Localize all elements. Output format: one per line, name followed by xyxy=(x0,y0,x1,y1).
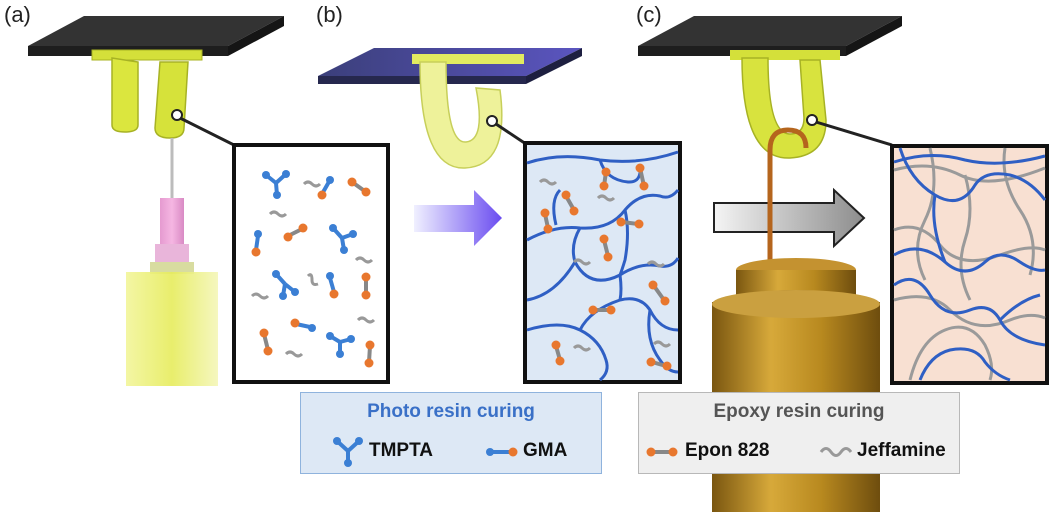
print-plate-a xyxy=(28,16,284,46)
epon-molecule xyxy=(588,305,616,315)
jeffamine-molecule xyxy=(572,344,592,352)
blue-chain xyxy=(932,194,947,263)
epon-molecule xyxy=(635,163,649,191)
panel-a-scene xyxy=(28,16,284,386)
epoxy-legend-title: Epoxy resin curing xyxy=(713,401,885,422)
inset-c xyxy=(890,144,1049,385)
jeffamine-molecule xyxy=(652,340,672,348)
gma-icon xyxy=(486,447,518,457)
jeffamine-molecule xyxy=(302,180,322,188)
jeffamine-molecule xyxy=(596,194,616,202)
gma-label: GMA xyxy=(523,440,568,461)
jeffamine-molecule xyxy=(284,350,304,358)
gray-chain xyxy=(893,225,1046,263)
epoxy-curing-arrow xyxy=(713,187,866,249)
print-plate-c xyxy=(638,16,902,46)
photo-legend-title: Photo resin curing xyxy=(367,401,535,422)
panel-label-b: (b) xyxy=(316,2,343,27)
tmpta-molecule xyxy=(272,270,299,300)
network-chain xyxy=(526,323,609,382)
blue-chain xyxy=(893,153,1046,165)
panel-c-scene xyxy=(638,16,902,512)
network-chain xyxy=(552,188,562,226)
printed-tube-a xyxy=(111,57,139,133)
jeffamine-molecule xyxy=(572,258,592,266)
epon-molecule xyxy=(283,223,308,242)
jeffamine-label: Jeffamine xyxy=(857,440,946,461)
syringe-hub xyxy=(160,198,184,246)
epoxy-legend: Epoxy resin curing Epon 828 Jeffamine xyxy=(638,392,960,474)
epon-molecule xyxy=(361,272,371,300)
jeffamine-molecule xyxy=(356,316,376,324)
gray-chain xyxy=(1002,147,1035,276)
photo-curing-arrow xyxy=(414,190,502,246)
jeffamine-molecule xyxy=(538,178,558,186)
tmpta-molecule xyxy=(326,332,355,358)
epon-molecule xyxy=(259,328,273,356)
panel-b-scene xyxy=(318,48,582,169)
gma-molecule xyxy=(317,176,334,200)
panel-label-a: (a) xyxy=(4,2,31,27)
epon-molecule xyxy=(648,280,670,306)
gray-chain xyxy=(908,325,994,381)
epon-molecule xyxy=(646,357,672,371)
zoom-point-c xyxy=(806,114,818,126)
gray-chain xyxy=(893,295,1046,328)
network-chain xyxy=(618,274,623,301)
tmpta-molecule xyxy=(329,224,357,254)
panel-label-c: (c) xyxy=(636,2,662,27)
epon-molecule xyxy=(616,217,644,229)
epon-molecule xyxy=(561,190,579,216)
inset-b xyxy=(523,141,682,384)
jeffamine-molecule xyxy=(306,273,319,286)
blue-chain xyxy=(998,293,1041,322)
tmpta-label: TMPTA xyxy=(369,440,434,461)
hook xyxy=(767,127,809,270)
blue-chain xyxy=(893,247,1046,273)
network-chain xyxy=(647,309,679,374)
jeffamine-molecule xyxy=(268,210,288,218)
blue-chain xyxy=(918,347,1011,382)
epon-molecule xyxy=(347,177,371,197)
zoom-point-a xyxy=(171,109,183,121)
epon-icon xyxy=(646,447,678,457)
printed-tube-b xyxy=(419,61,503,169)
inset-a xyxy=(232,143,390,384)
blue-chain xyxy=(893,277,1046,347)
gma-molecule xyxy=(290,318,316,332)
epon-molecule xyxy=(599,234,613,262)
gma-molecule xyxy=(251,230,262,257)
jeffamine-molecule xyxy=(250,292,270,300)
epon-molecule xyxy=(540,208,553,234)
syringe-barrel xyxy=(126,272,218,386)
printed-tube-c xyxy=(741,57,827,159)
jeffamine-icon xyxy=(819,447,853,457)
epon-molecule xyxy=(364,340,375,368)
zoom-point-b xyxy=(486,115,498,127)
network-chain xyxy=(526,261,577,302)
jeffamine-molecule xyxy=(354,256,374,264)
epon-label: Epon 828 xyxy=(685,440,770,461)
blue-chain xyxy=(898,147,1047,203)
tube-base-a xyxy=(91,49,203,61)
epon-molecule xyxy=(551,340,565,366)
epon-molecule xyxy=(599,167,611,191)
gma-molecule xyxy=(326,272,339,299)
tmpta-molecule xyxy=(262,170,290,199)
gray-chain xyxy=(916,147,936,281)
jeffamine-molecule xyxy=(646,260,666,268)
tmpta-icon xyxy=(333,437,363,467)
photo-legend: Photo resin curing TMPTA GMA xyxy=(300,392,602,474)
